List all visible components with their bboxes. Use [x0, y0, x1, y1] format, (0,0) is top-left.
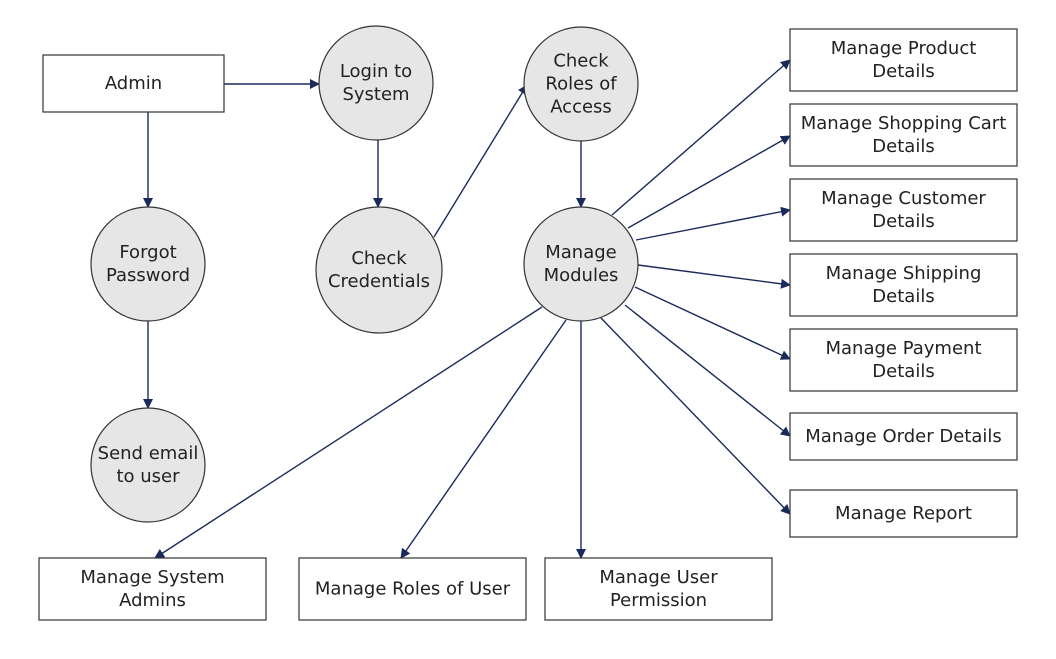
manage-system-admins-label-line: Manage System: [80, 567, 224, 588]
manage-payment-label-line: Manage Payment: [825, 338, 981, 359]
manage-payment-label-line: Details: [872, 361, 934, 382]
check-roles-label-line: Roles of: [545, 74, 617, 95]
box-manage-roles-user: Manage Roles of User: [298, 557, 527, 621]
manage-product-label-line: Details: [872, 61, 934, 82]
check-roles-label-line: Check: [553, 51, 609, 72]
arrow-manage-modules-to-manage-report: [600, 317, 791, 515]
manage-payment-rect: [789, 328, 1018, 392]
manage-customer-rect: [789, 178, 1018, 242]
manage-cart-label-line: Manage Shopping Cart: [801, 113, 1007, 134]
arrow-manage-modules-to-manage-shipping: [637, 264, 791, 289]
manage-product-rect: [789, 28, 1018, 92]
forgot-password-label-line: Forgot: [119, 242, 176, 263]
forgot-password-label-line: Password: [106, 265, 190, 286]
arrow-manage-modules-to-manage-roles-user: [400, 319, 567, 559]
manage-shipping-rect: [789, 253, 1018, 317]
manage-report-label-line: Manage Report: [835, 503, 972, 524]
manage-roles-user-label-line: Manage Roles of User: [315, 579, 511, 600]
arrow-manage-modules-to-manage-order: [624, 304, 791, 437]
manage-shipping-label-line: Details: [872, 286, 934, 307]
manage-system-admins-rect: [38, 557, 267, 621]
login-circle: [318, 25, 434, 141]
arrow-check-credentials-to-check-roles: [433, 84, 528, 238]
forgot-password-circle: [90, 206, 206, 322]
arrow-manage-modules-to-manage-payment: [634, 286, 791, 360]
manage-system-admins-label-line: Admins: [119, 590, 186, 611]
check-credentials-circle: [315, 206, 443, 334]
manage-shipping-label-line: Manage Shipping: [826, 263, 982, 284]
box-manage-report: Manage Report: [789, 489, 1018, 538]
check-credentials-label-line: Check: [351, 248, 407, 269]
check-credentials-label-line: Credentials: [328, 271, 430, 292]
manage-roles-user-rect: [298, 557, 527, 621]
manage-cart-rect: [789, 103, 1018, 167]
arrow-manage-modules-to-manage-cart: [627, 135, 791, 229]
manage-customer-label-line: Manage Customer: [821, 188, 986, 209]
login-label-line: Login to: [340, 61, 412, 82]
manage-report-rect: [789, 489, 1018, 538]
admin-label-line: Admin: [105, 73, 162, 94]
check-roles-label-line: Access: [550, 97, 612, 118]
manage-order-rect: [789, 412, 1018, 461]
manage-product-label-line: Manage Product: [831, 38, 977, 59]
manage-user-permission-label-line: Manage User: [599, 567, 718, 588]
check-roles-circle: [523, 26, 639, 142]
arrow-manage-modules-to-manage-system-admins: [154, 306, 543, 559]
manage-modules-circle: [523, 206, 639, 322]
arrow-manage-modules-to-manage-customer: [635, 206, 791, 241]
manage-modules-label-line: Manage: [545, 242, 617, 263]
admin-rect: [42, 54, 225, 113]
manage-customer-label-line: Details: [872, 211, 934, 232]
edges-layer: [143, 59, 791, 559]
box-admin: Admin: [42, 54, 225, 113]
manage-order-label-line: Manage Order Details: [805, 426, 1002, 447]
send-email-circle: [90, 407, 206, 523]
send-email-label-line: to user: [116, 466, 180, 487]
send-email-label-line: Send email: [98, 443, 199, 464]
arrow-manage-modules-to-manage-product: [611, 59, 791, 216]
manage-user-permission-rect: [544, 557, 773, 621]
manage-cart-label-line: Details: [872, 136, 934, 157]
box-manage-order: Manage Order Details: [789, 412, 1018, 461]
login-label-line: System: [342, 84, 409, 105]
manage-modules-label-line: Modules: [544, 265, 619, 286]
manage-user-permission-label-line: Permission: [610, 590, 707, 611]
